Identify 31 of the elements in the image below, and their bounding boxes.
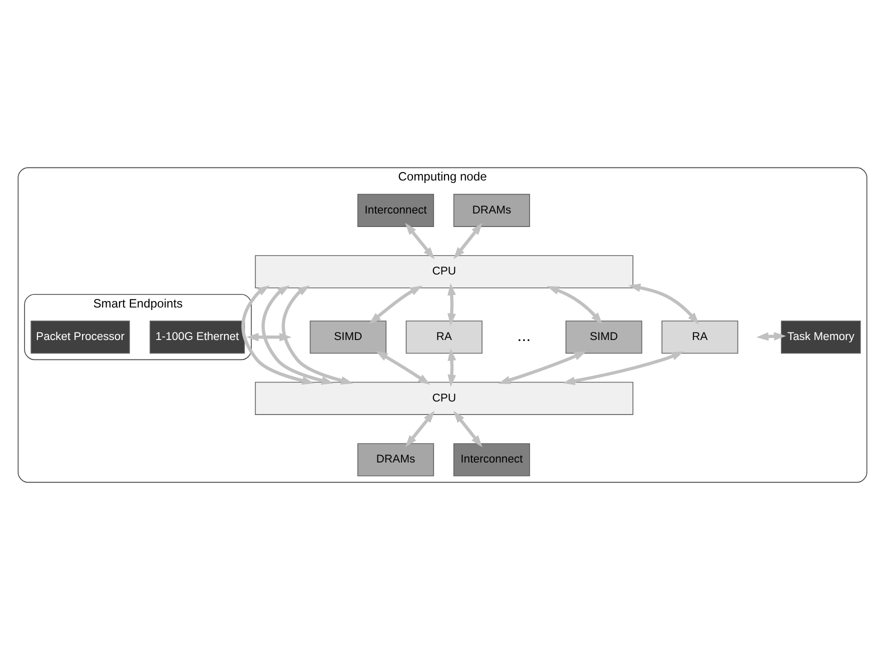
- arrow: [369, 286, 422, 324]
- node-box: Interconnect: [357, 194, 434, 227]
- arrow: [628, 284, 700, 325]
- arrow: [546, 286, 603, 325]
- node-box: CPU: [254, 382, 634, 415]
- node-box: Interconnect: [453, 443, 530, 476]
- arrow: [405, 410, 435, 448]
- arrow: [448, 283, 456, 326]
- arrow: [241, 285, 314, 385]
- arrow: [756, 332, 786, 341]
- arrow: [405, 222, 435, 260]
- arrow: [262, 285, 334, 385]
- node-box: Packet Processor: [30, 320, 130, 354]
- arrow: [562, 351, 684, 386]
- node-box: SIMD: [566, 320, 642, 354]
- node-box: 1-100G Ethernet: [150, 320, 245, 354]
- node-box: CPU: [254, 255, 634, 288]
- arrow: [282, 285, 354, 385]
- arrow: [453, 410, 482, 448]
- node-box: DRAMs: [453, 194, 530, 227]
- arrow: [453, 222, 482, 260]
- arrow: [376, 350, 430, 385]
- node-box: Task Memory: [780, 320, 861, 354]
- arrow: [448, 348, 456, 387]
- node-box: RA: [662, 320, 738, 354]
- arrow: [246, 332, 292, 342]
- arrow: [498, 351, 586, 384]
- node-box: SIMD: [310, 320, 386, 354]
- node-box: RA: [406, 320, 482, 354]
- label: ...: [517, 327, 531, 346]
- node-box: DRAMs: [357, 443, 434, 476]
